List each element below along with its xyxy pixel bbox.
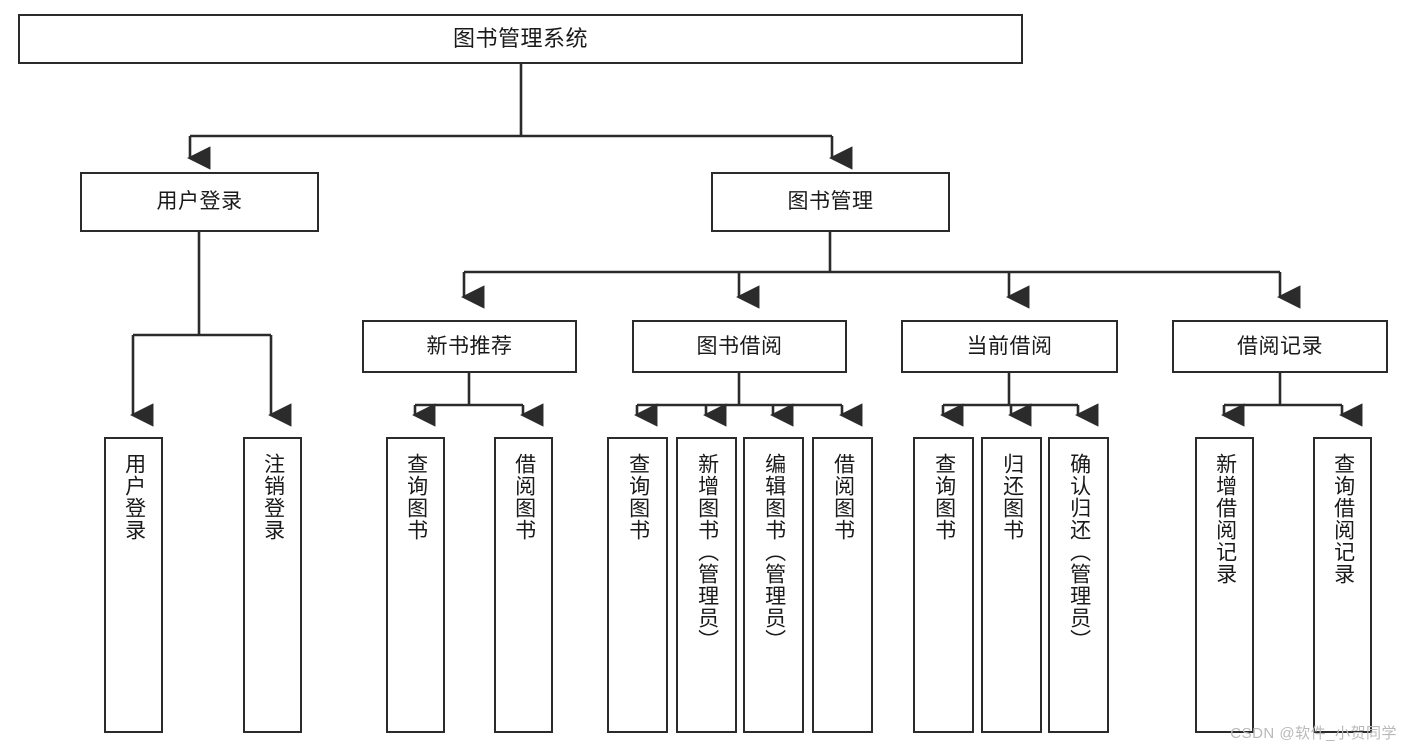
node-leaf-current-confirm-return[interactable]: 确认归还（管理员） xyxy=(1048,437,1109,733)
node-leaf-logout-login[interactable]: 注销登录 xyxy=(243,437,302,733)
node-label: 图书借阅 xyxy=(696,334,783,358)
node-leaf-recommend-query-book[interactable]: 查询图书 xyxy=(386,437,445,733)
node-leaf-record-add-record[interactable]: 新增借阅记录 xyxy=(1195,437,1254,733)
node-label: 归还图书 xyxy=(1000,453,1024,541)
node-book-borrow[interactable]: 图书借阅 xyxy=(632,320,847,373)
node-leaf-borrow-query-book[interactable]: 查询图书 xyxy=(607,437,668,733)
node-leaf-borrow-add-book[interactable]: 新增图书（管理员） xyxy=(676,437,737,733)
node-label: 借阅记录 xyxy=(1237,334,1323,358)
node-current-borrow[interactable]: 当前借阅 xyxy=(901,320,1118,373)
node-book-management[interactable]: 图书管理 xyxy=(711,172,950,232)
node-label: 借阅图书 xyxy=(831,453,855,541)
node-leaf-borrow-edit-book[interactable]: 编辑图书（管理员） xyxy=(743,437,804,733)
node-label: 新增图书（管理员） xyxy=(695,453,719,651)
node-leaf-current-query-book[interactable]: 查询图书 xyxy=(913,437,974,733)
node-label: 新书推荐 xyxy=(426,334,513,358)
node-leaf-user-login[interactable]: 用户登录 xyxy=(104,437,163,733)
node-leaf-current-return-book[interactable]: 归还图书 xyxy=(981,437,1042,733)
node-label: 查询借阅记录 xyxy=(1331,453,1355,585)
node-label: 当前借阅 xyxy=(966,334,1053,358)
node-label: 图书管理 xyxy=(787,190,874,214)
node-label: 查询图书 xyxy=(626,453,650,541)
node-new-book-recommend[interactable]: 新书推荐 xyxy=(362,320,577,373)
node-borrow-record[interactable]: 借阅记录 xyxy=(1172,320,1388,373)
node-label: 用户登录 xyxy=(122,453,146,541)
node-label: 查询图书 xyxy=(404,453,428,541)
node-label: 编辑图书（管理员） xyxy=(762,453,786,651)
node-user-login[interactable]: 用户登录 xyxy=(80,172,319,232)
node-leaf-record-query-record[interactable]: 查询借阅记录 xyxy=(1313,437,1372,733)
node-label: 用户登录 xyxy=(156,190,243,214)
node-leaf-recommend-borrow-book[interactable]: 借阅图书 xyxy=(494,437,553,733)
node-book-management-system[interactable]: 图书管理系统 xyxy=(18,14,1023,64)
node-label: 借阅图书 xyxy=(512,453,536,541)
node-label: 查询图书 xyxy=(932,453,956,541)
node-leaf-borrow-borrow-book[interactable]: 借阅图书 xyxy=(812,437,873,733)
node-label: 注销登录 xyxy=(261,453,285,541)
node-label: 确认归还（管理员） xyxy=(1067,453,1091,651)
node-label: 新增借阅记录 xyxy=(1213,453,1237,585)
node-label: 图书管理系统 xyxy=(452,25,588,51)
